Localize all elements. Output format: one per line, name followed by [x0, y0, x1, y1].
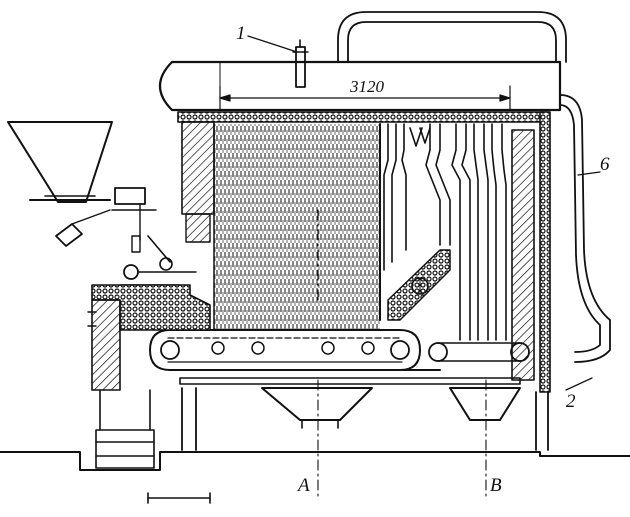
baffle: [387, 249, 451, 321]
convective-tube-bank: [383, 123, 507, 341]
callout-1-label: 1: [236, 23, 246, 44]
dimension-label: 3120: [350, 77, 384, 96]
safety-valve: [292, 39, 309, 88]
leader-6: [577, 171, 601, 176]
callout-6-label: 6: [600, 154, 610, 175]
section-b-label: B: [490, 475, 502, 496]
combustion-chamber: [213, 123, 381, 331]
support-columns: [181, 387, 549, 451]
chain-grate: [149, 329, 521, 385]
furnace-enclosure: [177, 111, 551, 393]
leader-2: [565, 377, 593, 391]
grate-drive: [95, 389, 155, 469]
leader-1: [247, 35, 298, 53]
foundation: [0, 451, 630, 471]
lower-drum: [428, 342, 530, 362]
center-lines: [317, 209, 487, 501]
callout-2-label: 2: [566, 391, 576, 412]
coal-hopper: [7, 121, 113, 203]
scale-bar: [147, 492, 211, 504]
front-wall: [87, 284, 211, 391]
dimension-line: [219, 85, 511, 111]
ash-hopper-a: [261, 387, 373, 429]
ash-hopper-b: [449, 387, 521, 421]
downcomer-pipes: [337, 11, 611, 363]
section-a-label: A: [298, 475, 310, 496]
